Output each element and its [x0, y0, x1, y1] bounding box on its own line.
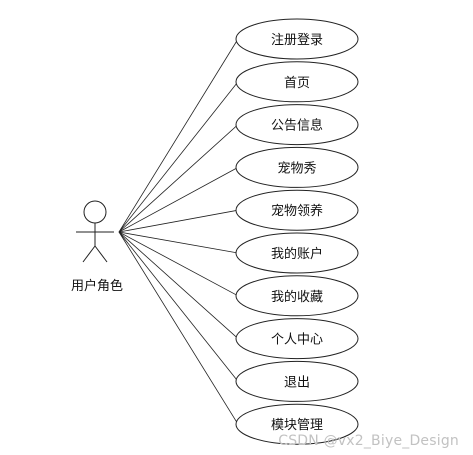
usecase-9-label: 退出 — [284, 375, 310, 390]
association-line-8 — [118, 231, 239, 339]
usecase-8-label: 个人中心 — [271, 333, 323, 348]
usecase-6-ellipse — [235, 232, 359, 274]
usecase-6-label: 我的账户 — [271, 246, 323, 262]
usecase-5-ellipse — [235, 189, 359, 231]
usecase-10-ellipse — [235, 403, 359, 445]
usecase-1-ellipse — [235, 18, 359, 60]
actor-head — [83, 200, 107, 224]
association-line-10 — [118, 231, 239, 425]
association-lines — [118, 38, 239, 425]
usecase-10-label: 模块管理 — [271, 418, 323, 433]
usecase-5-label: 宠物领养 — [271, 203, 323, 219]
usecase-4-ellipse — [235, 146, 359, 188]
usecase-7-ellipse — [235, 275, 359, 317]
association-line-9 — [118, 231, 239, 382]
association-line-6 — [118, 231, 239, 254]
actor-right-leg — [94, 245, 108, 263]
usecase-2-label: 首页 — [284, 76, 310, 91]
usecase-2-ellipse — [235, 61, 359, 103]
usecase-1-label: 注册登录 — [271, 33, 323, 48]
usecase-4-label: 宠物秀 — [277, 160, 316, 176]
association-line-7 — [118, 231, 239, 297]
actor: 用户角色 — [71, 200, 123, 294]
watermark: CSDN @vx2_Biye_Design — [278, 433, 459, 449]
association-line-5 — [118, 209, 239, 233]
association-line-3 — [118, 124, 239, 233]
actor-label: 用户角色 — [71, 278, 123, 294]
usecase-8-ellipse — [235, 318, 359, 360]
actor-left-leg — [82, 245, 96, 263]
usecase-7-label: 我的收藏 — [271, 289, 323, 305]
association-line-2 — [118, 81, 239, 233]
association-line-4 — [118, 167, 239, 233]
association-line-1 — [118, 38, 239, 233]
usecase-3-label: 公告信息 — [271, 118, 323, 134]
usecase-3-ellipse — [235, 104, 359, 146]
usecase-9-ellipse — [235, 360, 359, 402]
